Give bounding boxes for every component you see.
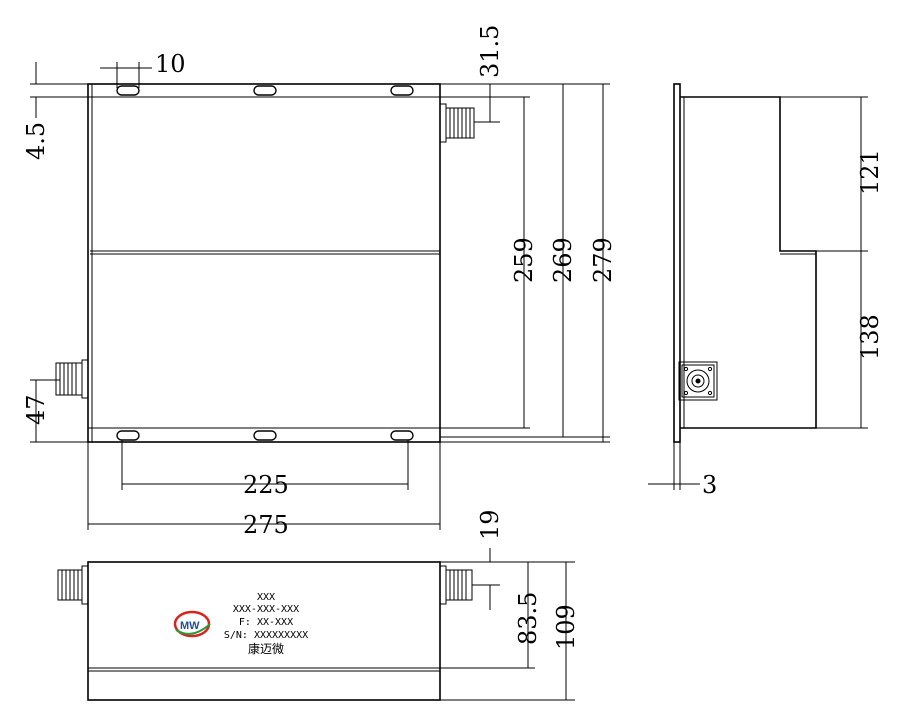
dim-connector-offset: 31.5	[440, 25, 504, 123]
dim-275-text: 275	[243, 511, 289, 539]
front-view: MW XXX XXX-XXX-XXX F: XX-XXX S/N: XXXXXX…	[57, 509, 580, 701]
dim-225: 225	[121, 440, 409, 499]
label-line-1: XXX	[257, 592, 275, 603]
top-view-connector-right	[439, 103, 475, 143]
dim-109: 109	[552, 562, 580, 700]
front-view-connector-left	[57, 565, 89, 605]
dim-269-text: 269	[549, 237, 577, 283]
dim-47: 47	[22, 379, 88, 443]
dim-83-5: 83.5	[514, 562, 542, 668]
dim-121-text: 121	[856, 149, 884, 195]
side-view-base-plate	[673, 83, 681, 443]
dim-19: 19	[476, 509, 504, 610]
dim-259-text: 259	[510, 237, 538, 283]
dim-269: 269	[549, 84, 577, 437]
dim-83-5-text: 83.5	[514, 592, 542, 645]
dim-121: 121	[856, 97, 884, 251]
dim-31-5-text: 31.5	[476, 25, 504, 78]
dim-19-text: 19	[476, 509, 504, 540]
label-line-2: XXX-XXX-XXX	[233, 604, 299, 615]
side-view-body	[680, 96, 817, 429]
company-logo: MW	[173, 610, 211, 638]
side-view: 121 138 3	[648, 83, 884, 499]
front-view-body	[87, 561, 441, 701]
front-view-connector-right	[439, 565, 473, 605]
product-label: MW XXX XXX-XXX-XXX F: XX-XXX S/N: XXXXXX…	[173, 592, 308, 656]
dim-259: 259	[510, 97, 538, 428]
dim-279-text: 279	[589, 237, 617, 283]
dim-279: 279	[589, 84, 617, 442]
dim-138-text: 138	[856, 314, 884, 360]
dim-slot-width: 10	[100, 50, 186, 88]
dim-4-5-text: 4.5	[22, 122, 50, 160]
top-view: 10 4.5 31.5 259 269	[22, 25, 617, 539]
dim-225-text: 225	[243, 471, 289, 499]
side-view-connector	[678, 361, 718, 401]
logo-text: MW	[180, 620, 200, 632]
dim-3-text: 3	[702, 471, 717, 499]
dim-flange-height: 4.5	[22, 62, 88, 160]
mounting-slots	[116, 85, 414, 441]
label-line-4: S/N: XXXXXXXXX	[224, 630, 308, 641]
dim-10-text: 10	[155, 50, 186, 78]
dim-109-text: 109	[552, 604, 580, 650]
dim-275: 275	[87, 442, 441, 539]
label-line-5: 康迈微	[248, 641, 284, 656]
dim-47-text: 47	[22, 394, 50, 425]
dim-3: 3	[648, 442, 717, 499]
label-line-3: F: XX-XXX	[239, 617, 293, 628]
dim-138: 138	[856, 251, 884, 428]
logo-swoosh	[175, 623, 211, 635]
top-view-body	[87, 83, 441, 443]
top-view-connector-left	[55, 359, 89, 399]
